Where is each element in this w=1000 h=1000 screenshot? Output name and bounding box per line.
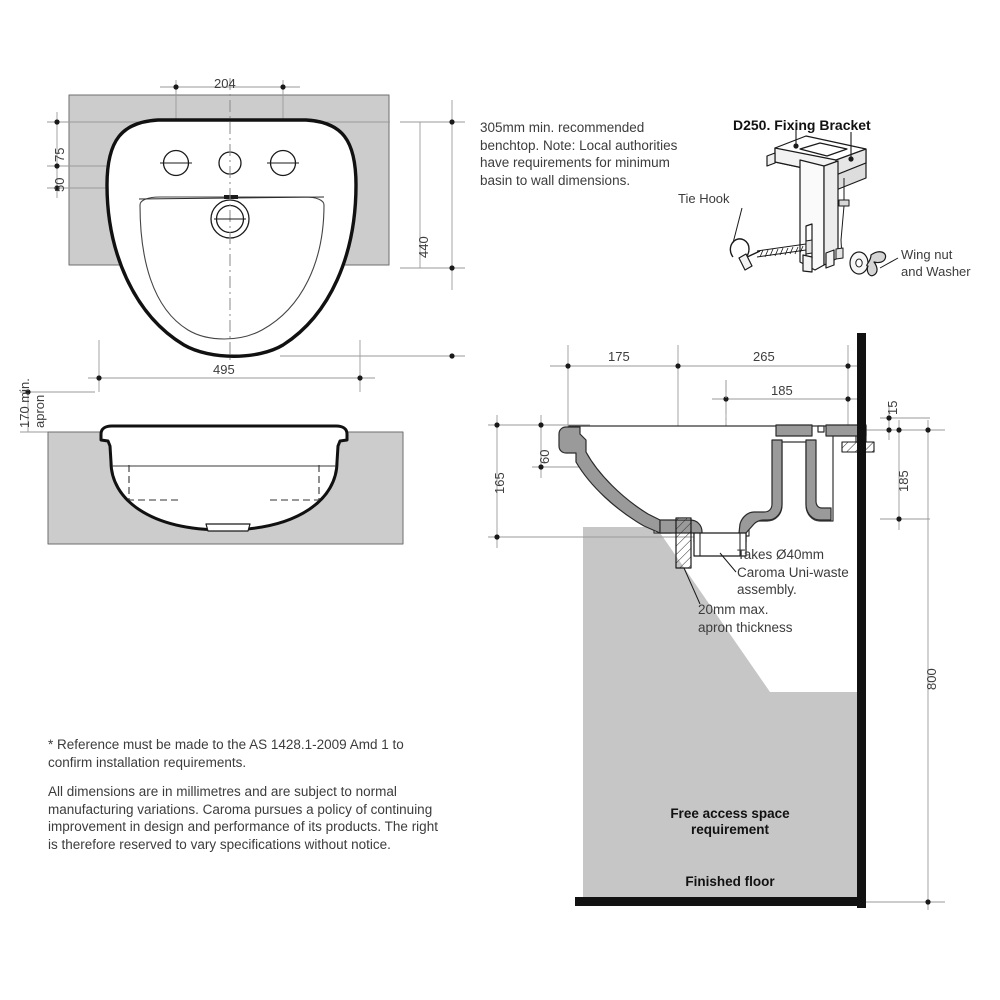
benchtop-note: 305mm min. recommended benchtop. Note: L… [480, 120, 682, 188]
tie-hook-label: Tie Hook [678, 191, 730, 206]
dim-bowl-depth-wall: 185 [896, 470, 911, 492]
dim-waste-to-wall: 185 [771, 383, 793, 398]
dim-section-60: 60 [537, 449, 552, 464]
free-access-label: Free access space requirement [670, 806, 790, 837]
finished-floor-label: Finished floor [685, 874, 775, 889]
dim-apron-min: 170 min. apron [17, 378, 47, 428]
dim-taps-to-bowl: 50 [52, 177, 67, 192]
footnote-reference: * Reference must be made to the AS 1428.… [48, 737, 408, 770]
section-view-group [488, 333, 945, 910]
dim-rim-to-wall-gap: 15 [885, 400, 900, 415]
plan-view-group [20, 78, 465, 433]
footnote-disclaimer: All dimensions are in millimetres and ar… [48, 784, 442, 852]
dim-overall-width: 495 [213, 362, 235, 377]
fixing-bracket-group [729, 126, 899, 277]
dim-floor-to-rim: 800 [924, 668, 939, 690]
dim-centre-to-wall: 265 [753, 349, 775, 364]
dim-tap-spread: 204 [214, 76, 236, 91]
bracket-title: D250. Fixing Bracket [733, 117, 871, 133]
dim-back-to-taps: 75 [52, 147, 67, 162]
dim-section-165: 165 [492, 472, 507, 494]
elevation-view-group [47, 424, 404, 545]
wing-nut-label: Wing nut and Washer [901, 247, 971, 279]
dim-overall-depth: 440 [416, 236, 431, 258]
callout-apron: 20mm max. apron thickness [698, 602, 793, 635]
callout-waste: Takes Ø40mm Caroma Uni-waste assembly. [737, 547, 849, 597]
dim-front-to-centre: 175 [608, 349, 630, 364]
